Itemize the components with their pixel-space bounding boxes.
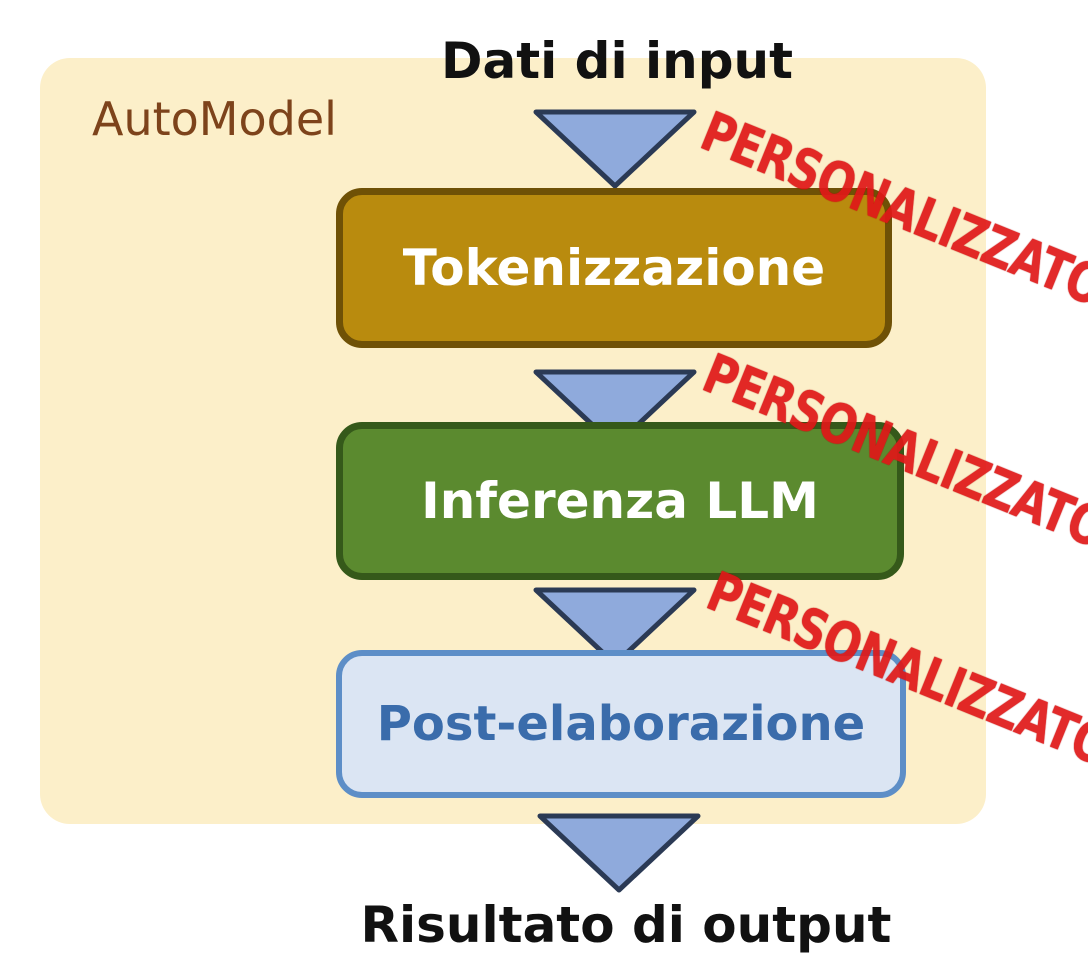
step-tokenization-label: Tokenizzazione — [402, 239, 826, 297]
step-post-processing-label: Post-elaborazione — [376, 696, 866, 752]
step-post-processing: Post-elaborazione — [336, 650, 906, 798]
arrow-down-icon — [533, 587, 697, 667]
arrow-down-icon — [537, 813, 701, 893]
container-label: AutoModel — [92, 92, 337, 146]
output-label: Risultato di output — [360, 896, 892, 954]
arrow-down-icon — [533, 109, 697, 189]
step-llm-inference: Inferenza LLM — [336, 422, 904, 580]
step-tokenization: Tokenizzazione — [336, 188, 892, 348]
arrow-down-icon — [533, 369, 697, 449]
step-llm-inference-label: Inferenza LLM — [421, 472, 819, 530]
input-label: Dati di input — [440, 32, 794, 90]
